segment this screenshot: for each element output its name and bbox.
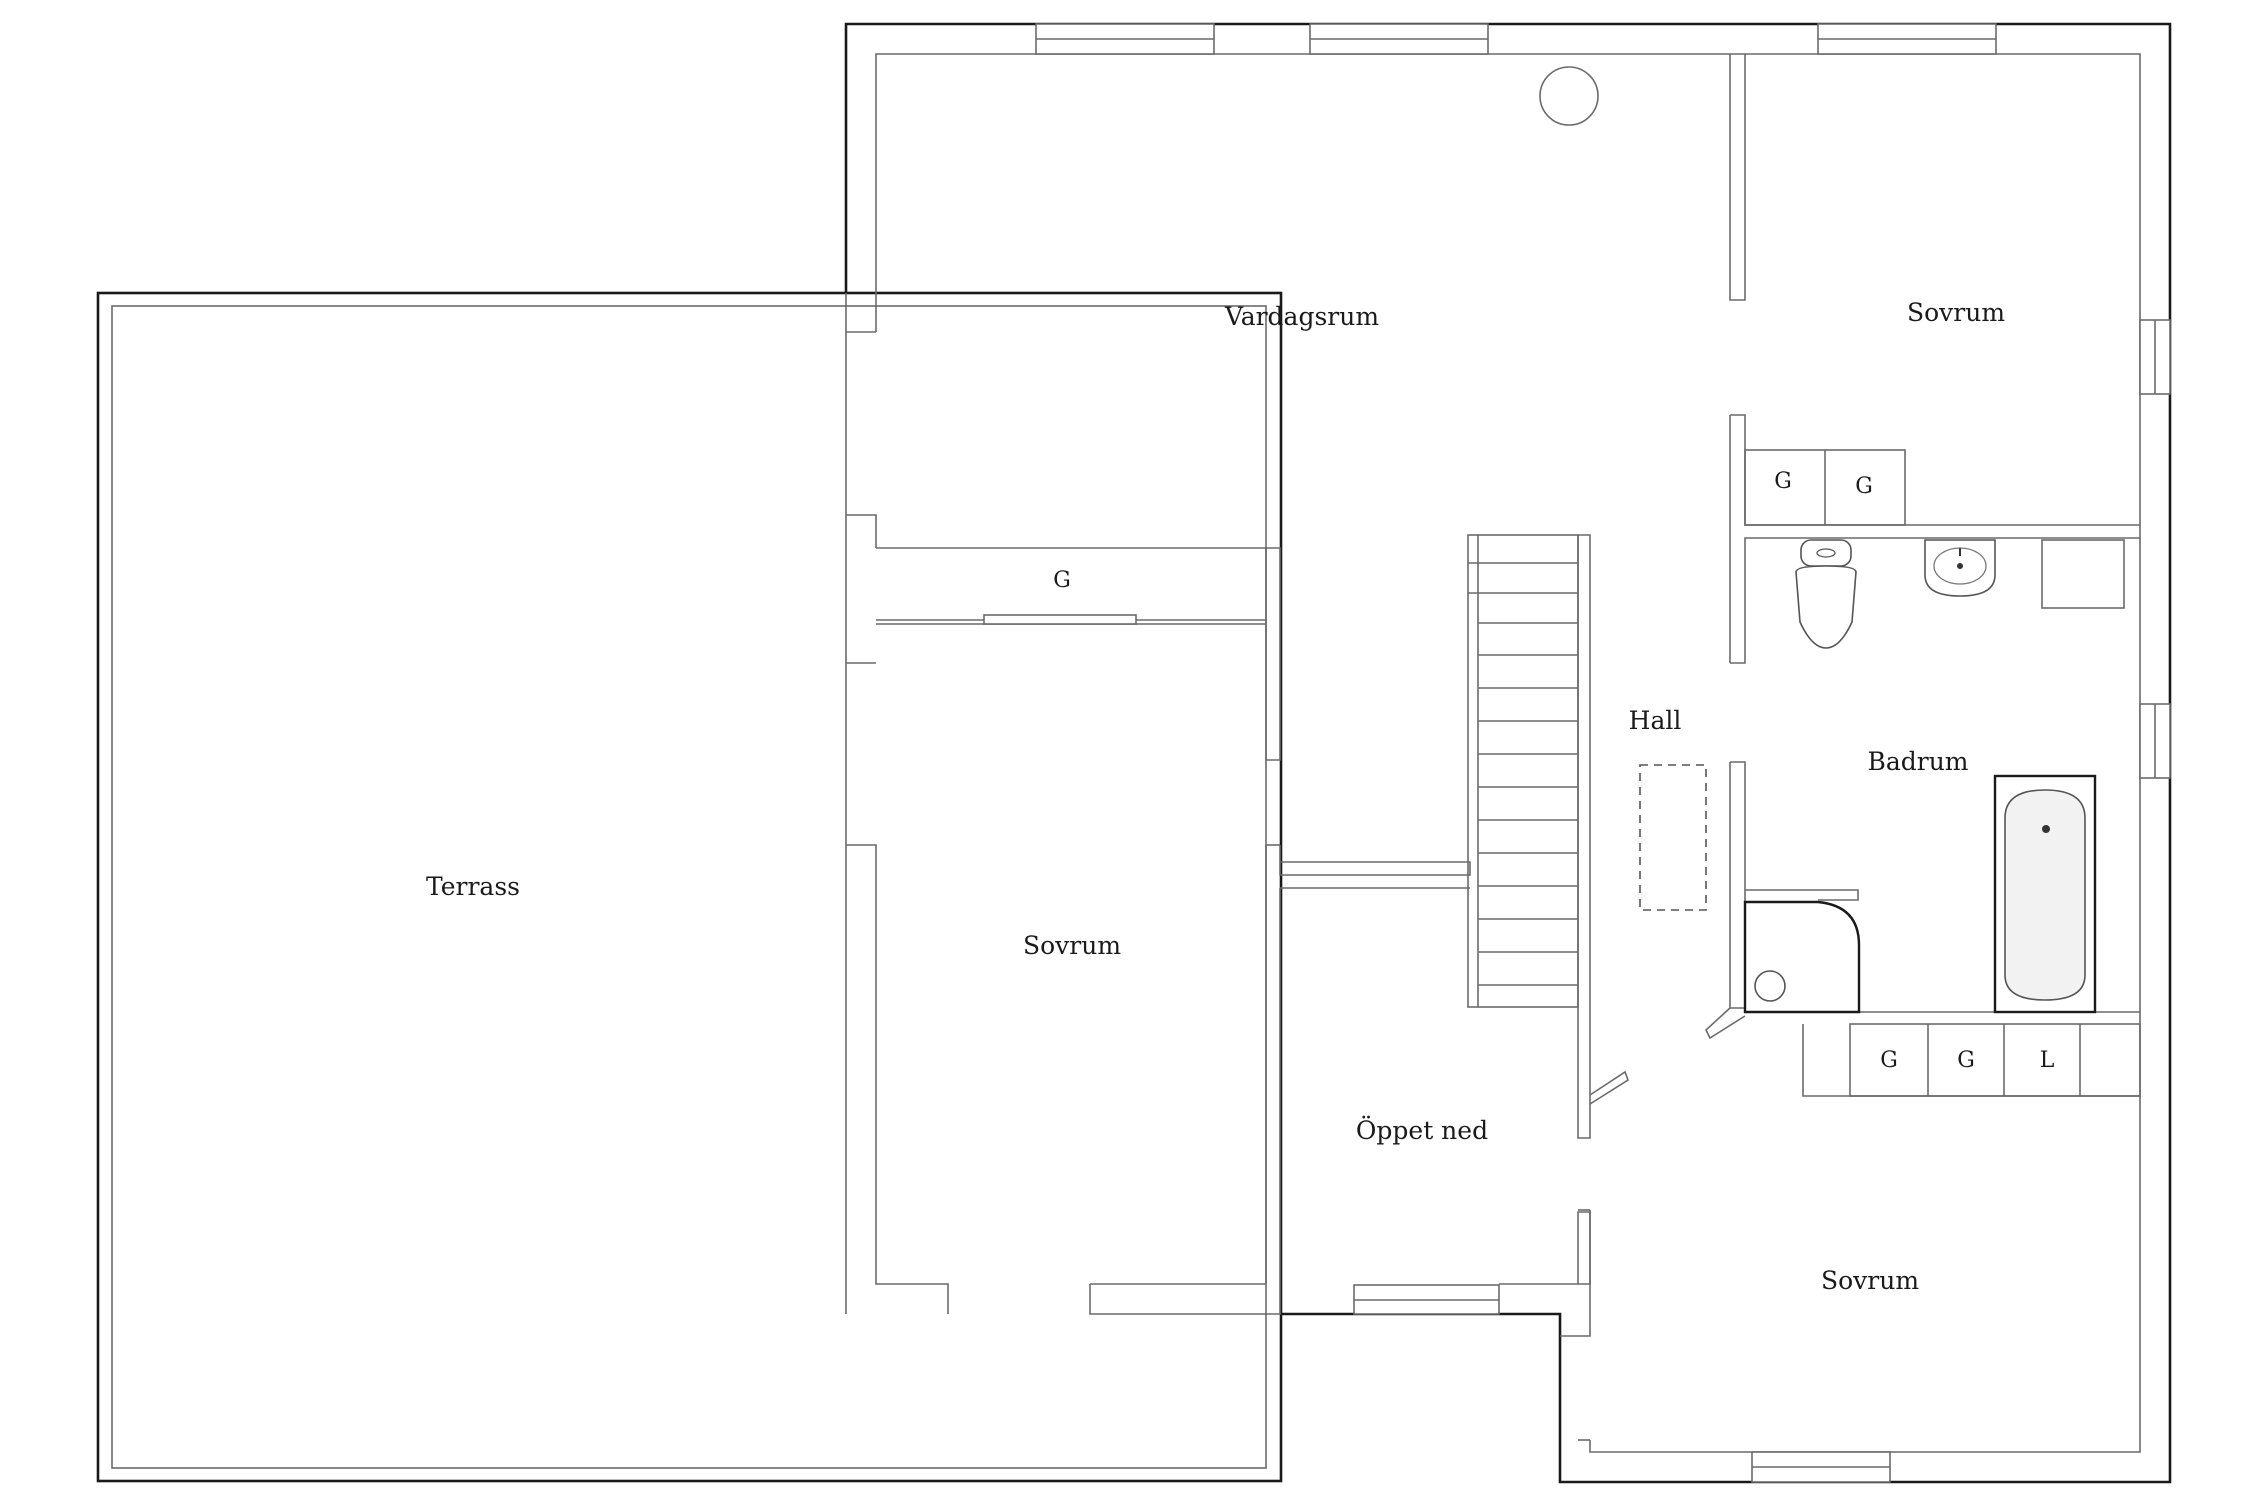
bathroom-cabinet bbox=[2041, 539, 2125, 609]
toilet-icon bbox=[1795, 539, 1857, 649]
room-label-oppet-ned: Öppet ned bbox=[1356, 1116, 1488, 1145]
closet-label-g-se-1: G bbox=[1880, 1048, 1898, 1073]
terrace bbox=[96, 291, 1283, 1483]
shower-icon bbox=[1743, 889, 1861, 1014]
terrace-outer-edge bbox=[96, 291, 1283, 1483]
room-label-sovrum-ne: Sovrum bbox=[1907, 298, 2005, 327]
washbasin-icon bbox=[1924, 539, 1996, 597]
bathtub-icon bbox=[1993, 774, 2097, 1014]
hall-rug bbox=[1639, 764, 1707, 911]
closets-se bbox=[1849, 1023, 2141, 1097]
room-label-sovrum-w: Sovrum bbox=[1023, 931, 1121, 960]
windows bbox=[1035, 23, 2171, 1483]
terrace-inner-edge bbox=[111, 305, 1267, 1469]
room-label-vardagsrum: Vardagsrum bbox=[1224, 302, 1379, 331]
closet-label-l-se: L bbox=[2040, 1048, 2055, 1073]
closet-label-g-se-2: G bbox=[1957, 1048, 1975, 1073]
closets-ne bbox=[1744, 449, 1906, 526]
room-label-hall: Hall bbox=[1629, 706, 1682, 735]
room-label-terrass: Terrass bbox=[426, 872, 520, 901]
sliding-door-g bbox=[983, 614, 1137, 625]
closet-label-g-west: G bbox=[1053, 568, 1071, 593]
room-label-sovrum-se: Sovrum bbox=[1821, 1266, 1919, 1295]
labels: Vardagsrum Sovrum Terrass Sovrum Hall Ba… bbox=[426, 298, 2055, 1295]
house-outline bbox=[844, 22, 2172, 1484]
room-label-badrum: Badrum bbox=[1867, 747, 1968, 776]
staircase bbox=[1467, 534, 1579, 1008]
bathroom-fixtures bbox=[1743, 539, 2125, 1014]
closet-label-g-ne-1: G bbox=[1774, 469, 1792, 494]
closet-label-g-ne-2: G bbox=[1855, 474, 1873, 499]
chimney-icon bbox=[1539, 66, 1599, 126]
